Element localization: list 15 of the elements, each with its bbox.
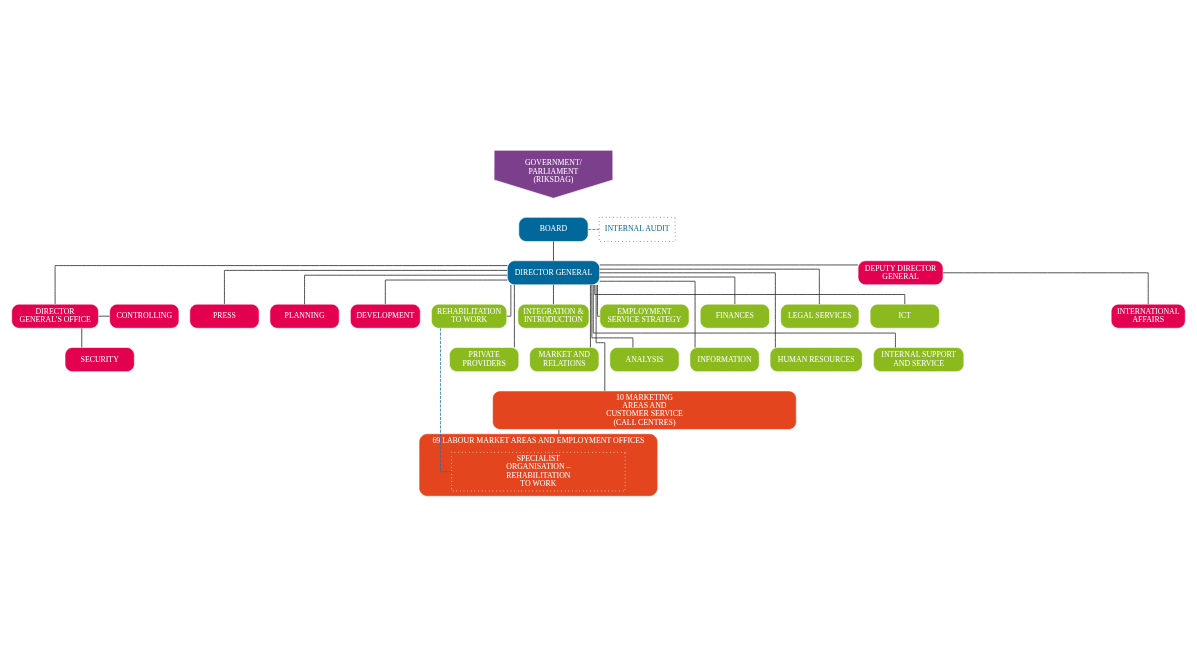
connector: [590, 284, 591, 348]
connector: [591, 284, 634, 348]
connector: [599, 268, 820, 305]
connector: [595, 284, 606, 392]
connector: [54, 265, 508, 305]
connector: [594, 284, 906, 305]
connector: [224, 270, 508, 305]
connector: [514, 284, 515, 348]
connector: [304, 274, 508, 305]
connector: [553, 284, 554, 305]
connector: [587, 229, 600, 230]
connector: [597, 284, 601, 317]
connector: [599, 276, 736, 305]
connector: [384, 279, 508, 305]
connector: [553, 241, 554, 261]
